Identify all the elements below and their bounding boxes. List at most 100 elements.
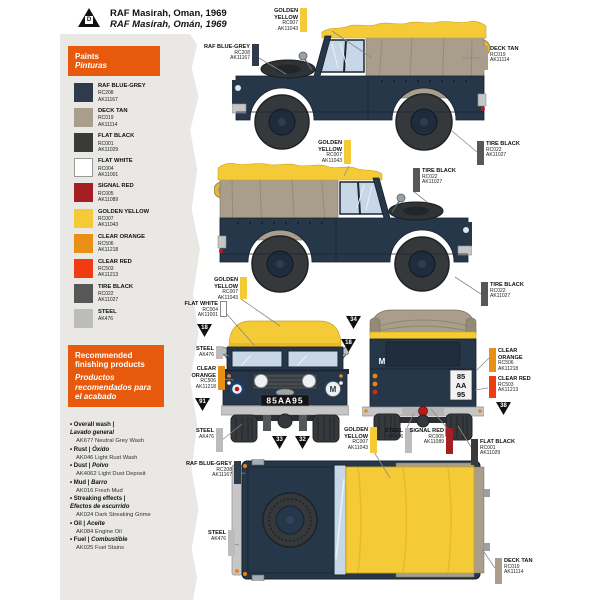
finishing-products-header: Recommended finishing products Productos… [68,345,164,407]
paints-title-es: Pinturas [75,61,108,71]
top-view-illustration [231,459,490,581]
svg-text:85AA95: 85AA95 [266,396,303,406]
paint-swatch [74,208,93,228]
svg-text:M: M [330,385,337,394]
decal-marker: 91 [195,398,210,411]
decal-marker: 38 [496,402,511,415]
paint-swatch-bar [489,348,496,372]
finishing-product: • Streaking effects | Efectos de escurri… [70,496,151,519]
header: D RAF Masirah, Oman, 1969 RAF Masirah, O… [78,8,227,31]
paint-swatch-bar [481,46,488,70]
paint-swatch [74,308,93,328]
finishing-title-en: Recommended finishing products [75,351,145,370]
side-view-left-illustration [232,20,490,152]
paint-swatch-bar [218,366,225,390]
paint-swatch [74,108,93,128]
paint-swatch-bar [228,530,235,556]
rear-view-illustration: M 85 AA 95 [362,309,484,441]
svg-text:95: 95 [457,390,465,399]
svg-text:85: 85 [457,372,465,381]
paint-swatch-bar [220,301,227,317]
paint-swatch-bar [252,44,259,66]
paint-swatch-bar [300,8,307,32]
paint-swatch-bar [471,439,478,465]
paint-swatch [74,133,93,153]
paint-swatch-bar [489,376,496,398]
paint-swatch-bar [240,277,247,299]
paint-swatch [74,158,93,178]
paint-swatch-bar [446,428,453,454]
paint-swatch [74,233,93,253]
svg-text:AA: AA [456,381,467,390]
paint-swatch-bar [216,346,223,359]
paints-title-en: Paints [75,52,100,61]
paint-swatch-bar [370,427,377,453]
paint-swatch-bar [234,461,241,484]
paint-swatch [74,83,93,103]
finishing-title-es: Productos recomendados para el acabado [75,373,152,401]
variant-triangle-icon: D [78,8,100,27]
paint-swatch-bar [477,141,484,165]
decal-marker: 18 [197,324,212,337]
paint-swatch [74,183,93,203]
paint-swatch [74,258,93,278]
page-title-es: RAF Masirah, Omán, 1969 [110,19,227,31]
